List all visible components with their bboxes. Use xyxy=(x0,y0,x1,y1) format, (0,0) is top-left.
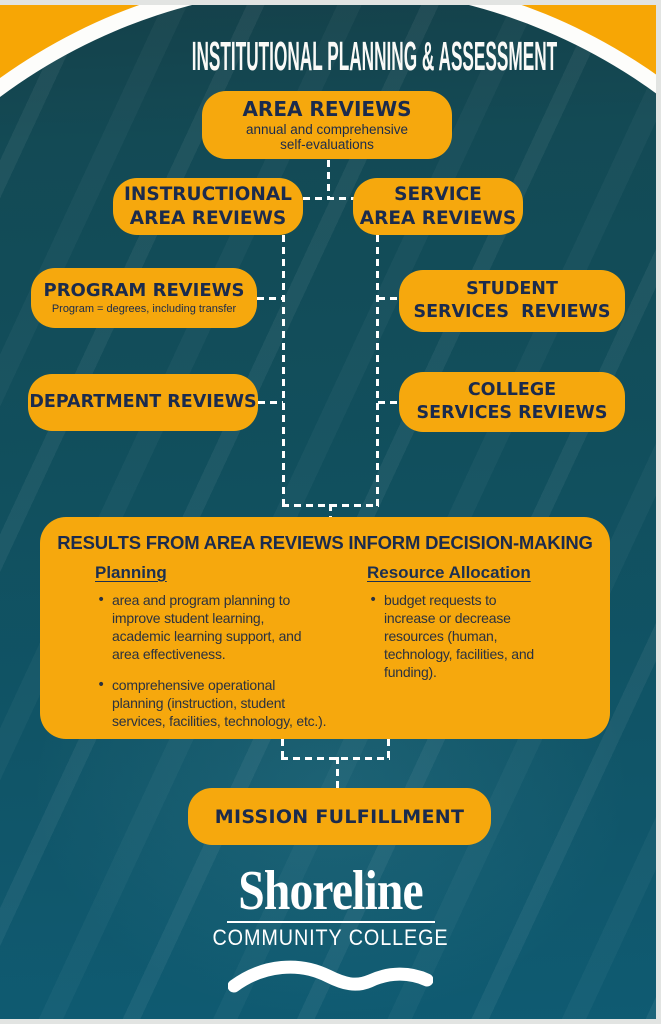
screenshot-edge-top xyxy=(0,0,661,5)
connector-service-down xyxy=(376,235,379,506)
resource-allocation-heading: Resource Allocation xyxy=(367,563,531,582)
logo-divider xyxy=(226,921,435,923)
box-student-services-reviews: STUDENT SERVICES REVIEWS xyxy=(399,270,625,332)
results-columns: Planning • area and program planning to … xyxy=(40,563,610,743)
planning-bullet-1: area and program planning to improve stu… xyxy=(112,592,302,662)
connector-merge-to-results xyxy=(329,504,332,518)
planning-bullet-list: • area and program planning to improve s… xyxy=(95,591,367,730)
results-heading: RESULTS FROM AREA REVIEWS INFORM DECISIO… xyxy=(57,532,593,553)
area-reviews-title: AREA REVIEWS xyxy=(242,97,412,121)
college-logo: Shoreline COMMUNITY COLLEGE xyxy=(0,862,661,1002)
page-title: INSTITUTIONAL PLANNING & ASSESSMENT xyxy=(191,33,558,79)
box-program-reviews: PROGRAM REVIEWS Program = degrees, inclu… xyxy=(31,268,257,328)
box-department-reviews: DEPARTMENT REVIEWS xyxy=(28,374,258,431)
program-title: PROGRAM REVIEWS xyxy=(43,280,245,301)
connector-student-stub xyxy=(378,297,400,300)
connector-department-stub xyxy=(258,401,283,404)
instructional-label: INSTRUCTIONAL AREA REVIEWS xyxy=(124,183,292,229)
service-label: SERVICE AREA REVIEWS xyxy=(359,183,517,229)
planning-bullet-2: comprehensive operational planning (inst… xyxy=(112,677,327,729)
program-subtitle: Program = degrees, including transfer xyxy=(51,303,237,315)
planning-column: Planning • area and program planning to … xyxy=(95,563,367,743)
connector-instructional-service xyxy=(303,197,354,200)
screenshot-edge-bottom xyxy=(0,1019,661,1024)
logo-wordmark: Shoreline xyxy=(238,860,423,922)
box-results-decision-making: RESULTS FROM AREA REVIEWS INFORM DECISIO… xyxy=(40,517,610,739)
connector-results-down-right xyxy=(387,739,390,759)
box-mission-fulfillment: MISSION FULFILLMENT xyxy=(188,788,491,845)
box-service-area-reviews: SERVICE AREA REVIEWS xyxy=(353,178,523,235)
area-reviews-subtitle: annual and comprehensive self-evaluation… xyxy=(245,122,409,152)
bullet-icon: • xyxy=(97,592,106,608)
list-item: • comprehensive operational planning (in… xyxy=(97,676,367,730)
connector-college-stub xyxy=(378,401,400,404)
screenshot-edge-right xyxy=(656,0,661,1024)
logo-subtitle: COMMUNITY COLLEGE xyxy=(212,925,449,950)
connector-results-down-left xyxy=(281,739,284,759)
resource-bullet-list: • budget requests to increase or decreas… xyxy=(367,591,592,681)
connector-results-merge xyxy=(281,757,390,760)
resource-allocation-column: Resource Allocation • budget requests to… xyxy=(367,563,592,743)
connector-program-stub xyxy=(257,297,283,300)
department-label: DEPARTMENT REVIEWS xyxy=(29,392,257,412)
box-area-reviews: AREA REVIEWS annual and comprehensive se… xyxy=(202,91,452,159)
student-services-label: STUDENT SERVICES REVIEWS xyxy=(413,279,611,322)
connector-instructional-down xyxy=(282,235,285,506)
bullet-icon: • xyxy=(369,592,378,608)
list-item: • area and program planning to improve s… xyxy=(97,591,367,663)
bullet-icon: • xyxy=(97,677,106,693)
box-college-services-reviews: COLLEGE SERVICES REVIEWS xyxy=(399,372,625,432)
connector-to-mission xyxy=(336,757,339,789)
box-instructional-area-reviews: INSTRUCTIONAL AREA REVIEWS xyxy=(113,178,303,235)
mission-label: MISSION FULFILLMENT xyxy=(214,805,465,828)
college-services-label: COLLEGE SERVICES REVIEWS xyxy=(416,380,608,423)
list-item: • budget requests to increase or decreas… xyxy=(369,591,592,681)
resource-bullet-1: budget requests to increase or decrease … xyxy=(384,592,534,680)
wave-icon xyxy=(0,956,661,1002)
planning-heading: Planning xyxy=(95,563,167,582)
connector-area-to-row2 xyxy=(327,160,330,198)
